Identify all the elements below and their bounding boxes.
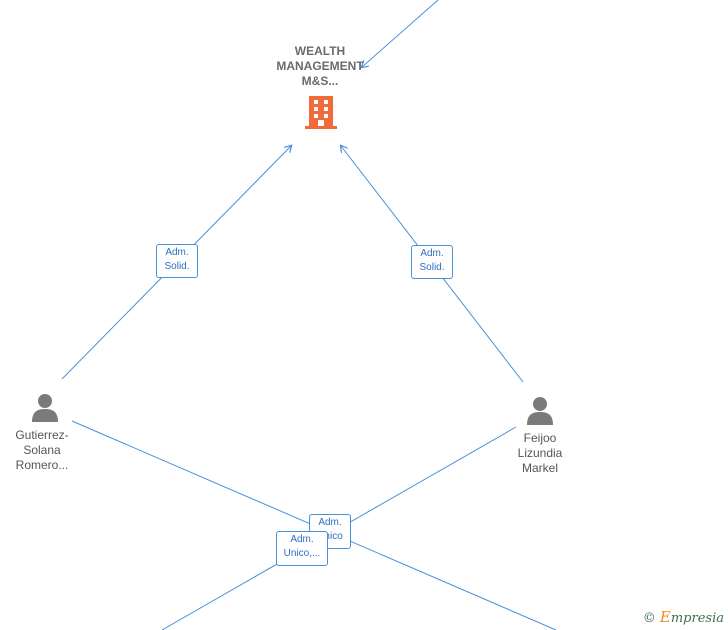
person-name-gutierrez[interactable]: Gutierrez- Solana Romero...	[15, 428, 69, 472]
building-icon[interactable]	[305, 95, 337, 129]
person-icon[interactable]	[30, 392, 60, 422]
company-name[interactable]: WEALTH MANAGEMENT M&S...	[276, 44, 364, 88]
copyright-symbol: ©	[642, 611, 656, 626]
brand-name-rest: mpresia	[670, 611, 724, 626]
edge-label-gutierrez-lower[interactable]: Adm. Unico,...	[276, 531, 328, 566]
edge-label-gutierrez-company[interactable]: Adm. Solid.	[156, 244, 198, 278]
brand-logo: © Empresia	[643, 608, 724, 626]
edge-incoming-company	[362, 0, 439, 67]
person-icon[interactable]	[525, 395, 555, 425]
person-name-feijoo[interactable]: Feijoo Lizundia Markel	[517, 431, 563, 475]
edge-label-feijoo-company[interactable]: Adm. Solid.	[411, 245, 453, 279]
brand-initial: E	[659, 608, 671, 626]
